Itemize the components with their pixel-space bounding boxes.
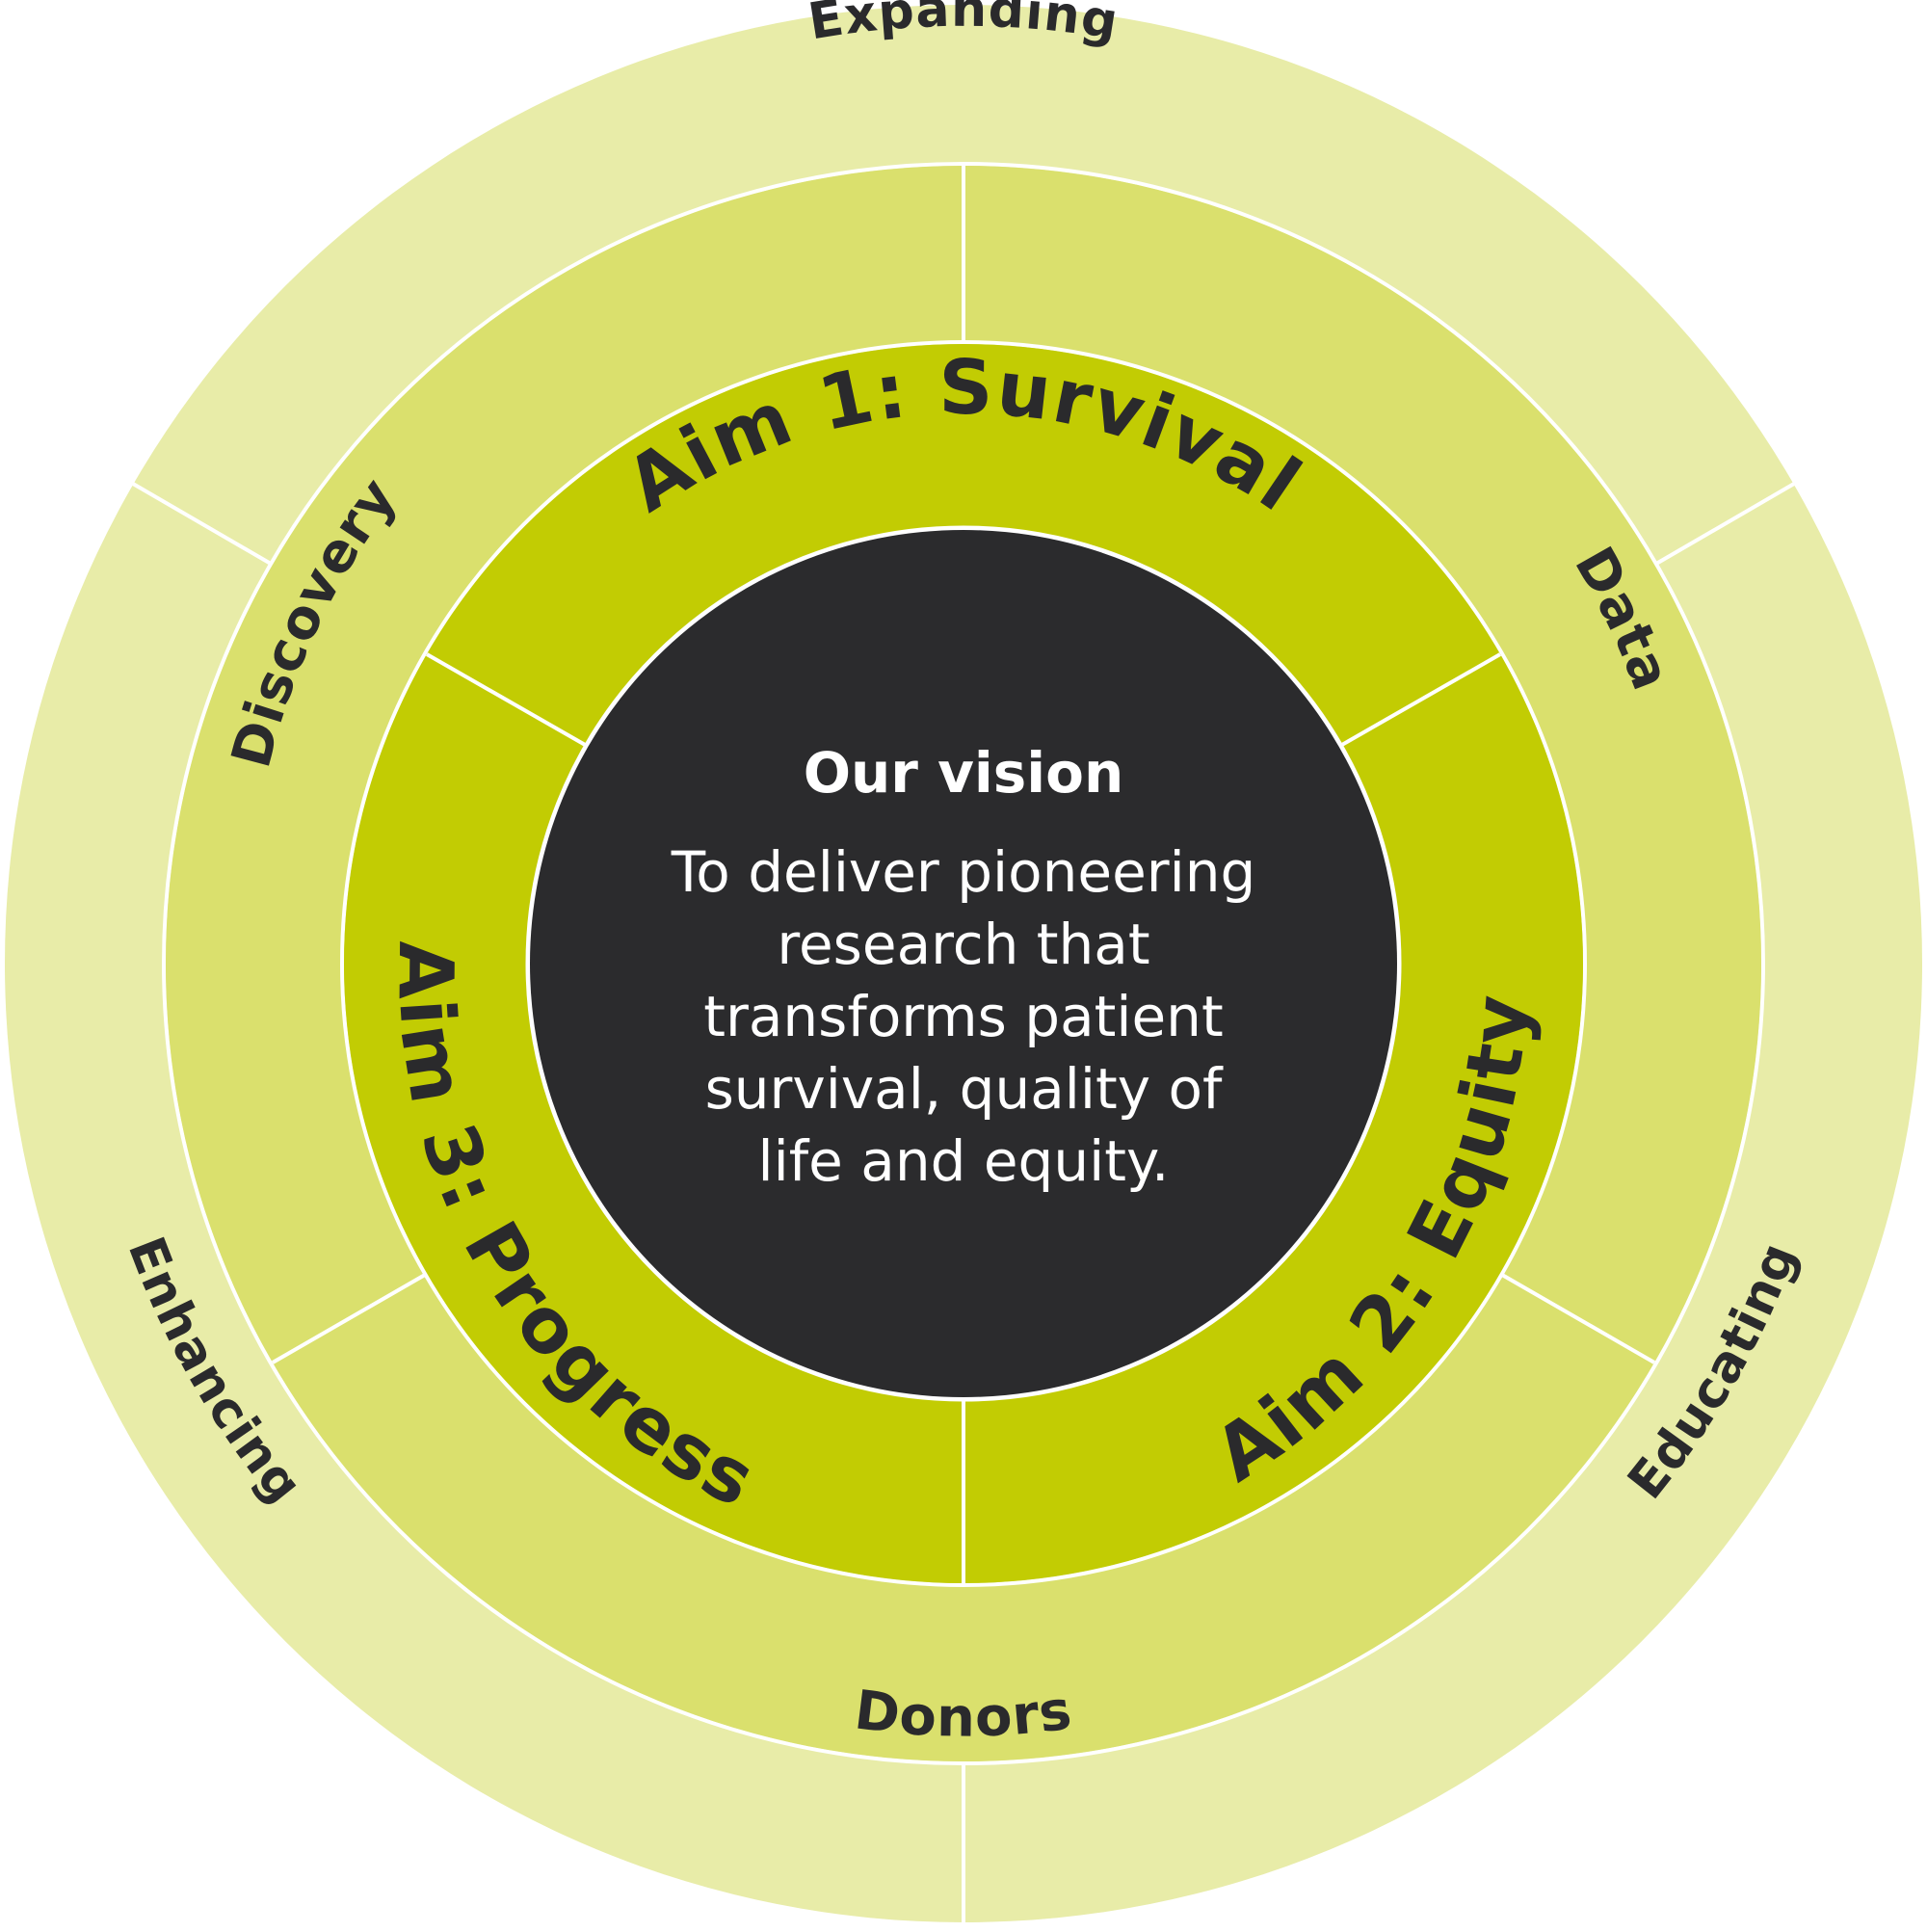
vision-line: To deliver pioneering bbox=[671, 839, 1256, 905]
vision-statement: To deliver pioneering research that tran… bbox=[671, 839, 1256, 1194]
vision-line: survival, quality of bbox=[705, 1056, 1224, 1122]
outer-divider-left bbox=[131, 482, 273, 566]
middle-label-donors: Donors bbox=[852, 1679, 1076, 1749]
vision-line: research that bbox=[777, 912, 1149, 977]
vision-circle bbox=[530, 530, 1397, 1397]
inner-divider-right bbox=[1339, 652, 1501, 748]
middle-divider-right bbox=[1501, 1273, 1655, 1364]
outer-divider-right bbox=[1654, 482, 1796, 566]
vision-line: transforms patient bbox=[703, 984, 1223, 1049]
vision-title: Our vision bbox=[804, 740, 1124, 806]
dividers bbox=[131, 166, 1796, 1922]
vision-line: life and equity. bbox=[758, 1128, 1170, 1194]
inner-divider-left bbox=[426, 652, 588, 748]
middle-divider-left bbox=[272, 1273, 426, 1364]
